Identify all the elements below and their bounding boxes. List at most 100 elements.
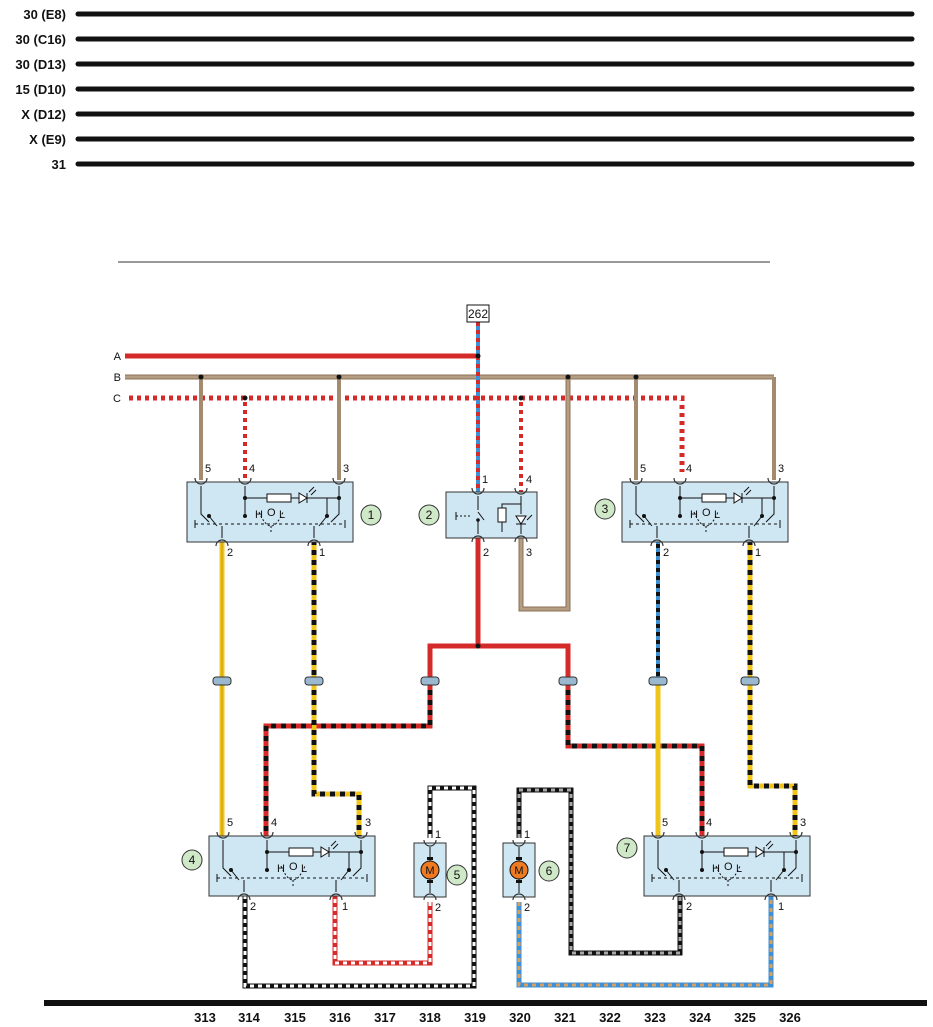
switch-1-pos-o: O (267, 507, 276, 519)
pin-label: 3 (800, 817, 806, 829)
motor-5-pins: 1 2 (435, 829, 441, 914)
pin-label: 4 (249, 463, 255, 475)
wire-sw3-sw7-black-yellow (747, 540, 798, 836)
pin-label: 2 (483, 547, 489, 559)
switch-4: H O L (208, 831, 376, 901)
pin-label: 4 (271, 817, 277, 829)
pin-label: 3 (343, 463, 349, 475)
switch-3-pos-o: O (702, 507, 711, 519)
column-320: 320 (509, 1010, 531, 1025)
switch-4-pins: 5 4 3 2 1 (227, 817, 371, 913)
badge-1-label: 1 (368, 508, 375, 522)
switch-4-pos-l: L (301, 863, 307, 875)
bus-labels: 30 (E8) 30 (C16) 30 (D13) 15 (D10) X (D1… (15, 7, 66, 172)
column-325: 325 (734, 1010, 756, 1025)
switch-3-pos-l: L (714, 509, 720, 521)
inline-connector (648, 676, 668, 686)
pin-label: 5 (662, 817, 668, 829)
column-319: 319 (464, 1010, 486, 1025)
feed-label-a: A (114, 351, 122, 363)
bus-label-31: 31 (52, 157, 66, 172)
switch-3: H O L (621, 477, 789, 547)
switch-1-pos-l: L (279, 509, 285, 521)
pin-label: 3 (526, 547, 532, 559)
badge-2: 2 (418, 504, 440, 526)
pin-label: 1 (342, 901, 348, 913)
column-322: 322 (599, 1010, 621, 1025)
motor-5: M (413, 839, 447, 901)
badge-6-label: 6 (546, 864, 553, 878)
feed-labels: A B C (113, 351, 122, 405)
column-318: 318 (419, 1010, 441, 1025)
badge-4: 4 (181, 849, 203, 871)
motor-5-symbol: M (425, 865, 434, 877)
pin-label: 2 (250, 901, 256, 913)
column-313: 313 (194, 1010, 216, 1025)
badge-3: 3 (594, 498, 616, 520)
column-314: 314 (238, 1010, 260, 1025)
switch-4-pos-o: O (289, 861, 298, 873)
pin-label: 1 (524, 829, 530, 841)
component-badges: 1 2 3 4 5 6 7 (181, 498, 638, 886)
badge-5-label: 5 (454, 868, 461, 882)
badge-6: 6 (538, 860, 560, 882)
wire-sw1-sw4-black-yellow (311, 540, 362, 836)
pin-label: 5 (640, 463, 646, 475)
wire-red-black-left (263, 643, 478, 836)
switch-7-pos-h: H (712, 863, 720, 875)
connector-262-label: 262 (468, 307, 488, 321)
badge-5: 5 (446, 864, 468, 886)
inline-connector (558, 676, 578, 686)
wire-m6-sw7-grey-black (516, 787, 683, 956)
wire-m5-sw4-black-white (242, 785, 477, 989)
inline-connector (212, 676, 232, 686)
bus-label-15-d10: 15 (D10) (15, 82, 66, 97)
feed-label-b: B (114, 372, 121, 384)
column-324: 324 (689, 1010, 711, 1025)
pin-label: 4 (706, 817, 712, 829)
column-321: 321 (554, 1010, 576, 1025)
bus-label-30-c16: 30 (C16) (15, 32, 66, 47)
switch-7-pos-o: O (724, 861, 733, 873)
switch-7-pins: 5 4 3 2 1 (662, 817, 806, 913)
bus-lines (75, 11, 915, 167)
junction-dots (198, 353, 639, 649)
switch-3-pins: 5 4 3 2 1 (640, 463, 784, 559)
pin-label: 2 (663, 547, 669, 559)
badge-1: 1 (360, 504, 382, 526)
pin-label: 5 (205, 463, 211, 475)
wire-red-black-right (478, 643, 705, 836)
inline-connectors (212, 676, 760, 686)
bus-label-30-d13: 30 (D13) (15, 57, 66, 72)
wire-m5-sw4-red-white (332, 894, 433, 966)
pin-label: 2 (686, 901, 692, 913)
pin-label: 4 (686, 463, 692, 475)
pin-label: 1 (319, 547, 325, 559)
bus-label-30-e8: 30 (E8) (23, 7, 66, 22)
pin-label: 1 (482, 474, 488, 486)
pin-label: 3 (778, 463, 784, 475)
inline-connector (304, 676, 324, 686)
wire-m6-sw7-blue-orange (516, 894, 774, 988)
motor-6: M (502, 839, 536, 901)
badge-7: 7 (616, 837, 638, 859)
badge-4-label: 4 (189, 853, 196, 867)
column-numbers: 313 314 315 316 317 318 319 320 321 322 … (194, 1010, 801, 1025)
pin-label: 5 (227, 817, 233, 829)
badge-3-label: 3 (602, 502, 609, 516)
pin-label: 1 (778, 901, 784, 913)
motor-6-pins: 1 2 (524, 829, 530, 914)
switch-7: H O L (643, 831, 811, 901)
pin-label: 2 (524, 902, 530, 914)
switch-3-pos-h: H (690, 509, 698, 521)
bus-label-x-d12: X (D12) (21, 107, 66, 122)
badge-7-label: 7 (624, 841, 631, 855)
motor-6-symbol: M (514, 865, 523, 877)
wires (199, 356, 798, 989)
pin-label: 2 (227, 547, 233, 559)
pin-label: 3 (365, 817, 371, 829)
switch-4-pos-h: H (277, 863, 285, 875)
inline-connector (420, 676, 440, 686)
pin-label: 1 (435, 829, 441, 841)
